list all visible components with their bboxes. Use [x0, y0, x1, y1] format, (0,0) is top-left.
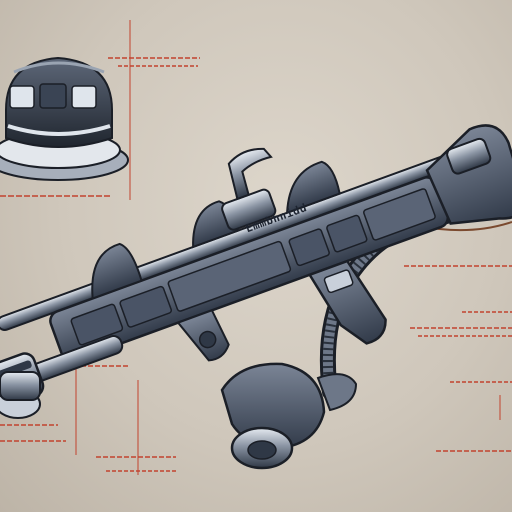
dome-component [0, 56, 129, 181]
rear-canister [220, 362, 358, 470]
annotation-lines [0, 20, 512, 475]
lower-tubes [0, 371, 41, 419]
rifle-body [0, 124, 512, 409]
